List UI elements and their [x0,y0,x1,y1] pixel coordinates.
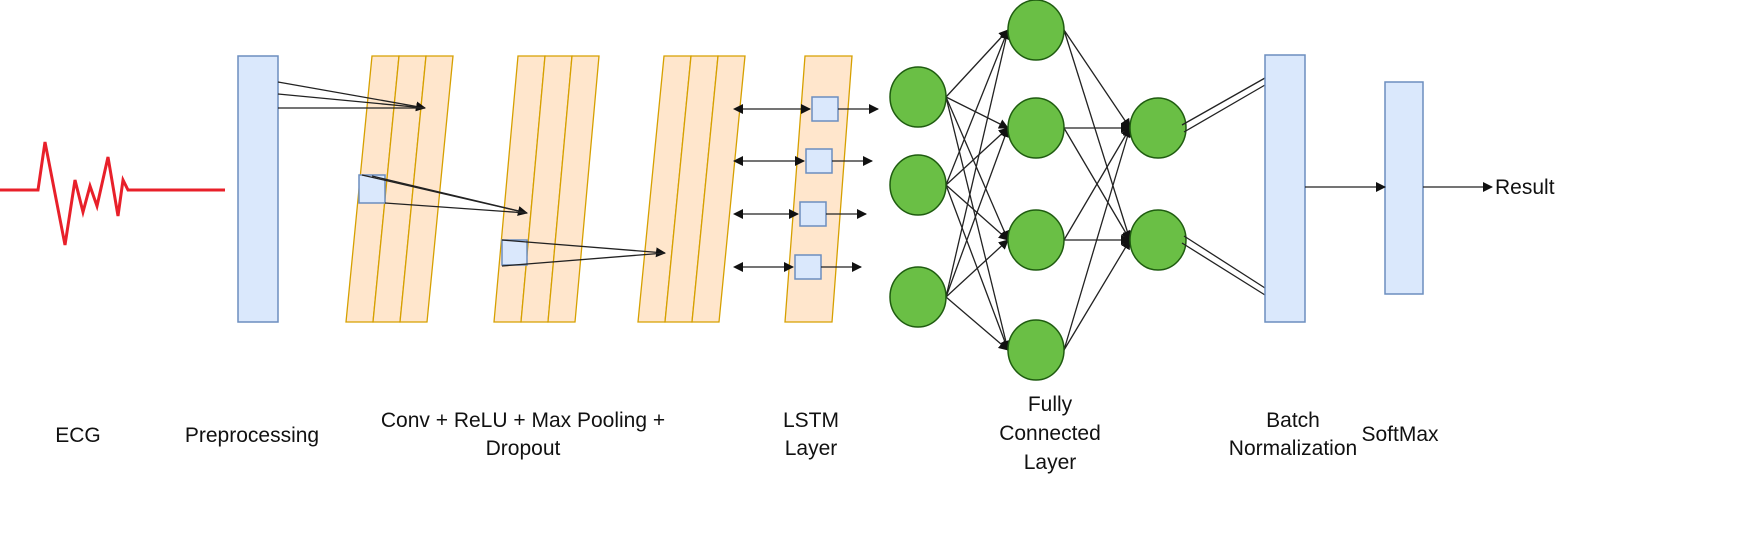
fc-edge [1063,29,1131,129]
conv-block-2 [493,55,600,323]
fc-edge [945,239,1009,298]
fc-edge [945,96,1009,129]
lstm-cell [811,96,839,122]
fc-edge [945,29,1010,186]
hidden-to-batchnorm-lines [1181,77,1266,296]
fc-edge [945,29,1011,298]
fc-edge [1063,239,1131,351]
bn-label-line2: Normalization [1229,437,1357,460]
conv2-kernel [501,239,528,266]
conv1-to-conv2-arrows [361,174,528,216]
fc-label-line3: Layer [1024,451,1077,474]
conv-label-line2: Dropout [486,437,561,460]
feature-map-strip [547,55,600,323]
bn-label-line1: Batch [1266,409,1320,432]
input-neuron [889,154,947,216]
softmax-layer [1384,81,1424,295]
lstm-cell [794,254,822,280]
fc-label-line2: Connected [999,422,1101,445]
fc-edge [945,29,1009,98]
conv-label-line1: Conv + ReLU + Max Pooling + [381,409,665,432]
lstm-layer [784,55,853,323]
fc-edge [1063,127,1131,241]
lstm-cell [805,148,833,174]
fc-edge [945,127,1009,186]
feature-map-strip [691,55,746,323]
preprocessing-layer [237,55,279,323]
hidden1-neuron [1007,209,1065,271]
fc-edge [945,184,1010,351]
fc-edge [1063,127,1133,351]
hidden1-neuron [1007,0,1065,61]
fc-edge [945,96,1011,351]
result-label: Result [1495,176,1555,199]
fc-edge [945,127,1010,298]
lstm-label-line1: LSTM [783,409,839,432]
hidden1-neuron [1007,319,1065,381]
conv2-to-conv3-arrows [501,239,666,267]
input-neuron [889,66,947,128]
ecg-label: ECG [55,424,101,447]
fc-edge [945,96,1010,241]
preprocessing-label: Preprocessing [185,424,319,447]
hidden2-neuron [1129,209,1187,271]
hidden1-neuron [1007,97,1065,159]
fc-edge [1063,29,1133,241]
hidden2-neuron [1129,97,1187,159]
softmax-label: SoftMax [1361,423,1439,446]
ecg-signal [0,141,225,246]
fc-label-line1: Fully [1028,393,1073,416]
fc-edge [945,296,1009,351]
lstm-label-line2: Layer [785,437,838,460]
preprocessing-to-conv-arrows [277,81,426,112]
lstm-cell [799,201,827,227]
conv-block-3 [637,55,746,323]
input-neuron [889,266,947,328]
batch-normalization-layer [1264,54,1306,323]
